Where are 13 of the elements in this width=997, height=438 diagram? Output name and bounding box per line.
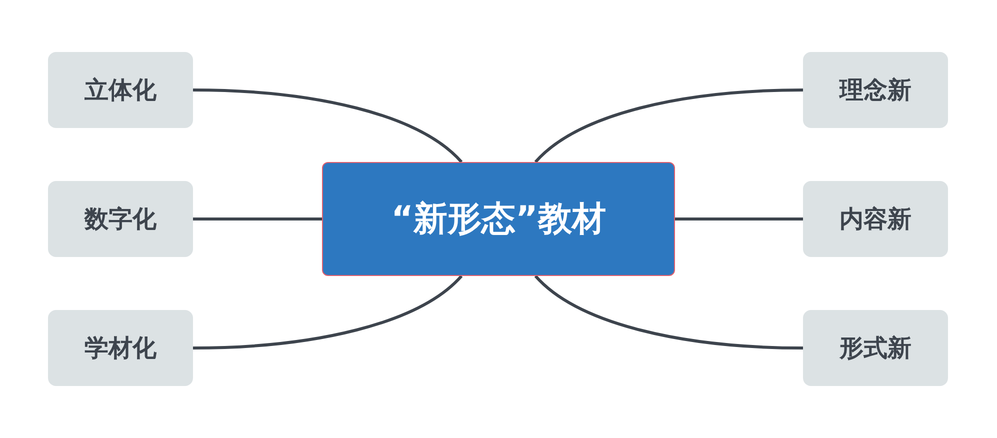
subtopic-box: 形式新 — [803, 310, 948, 386]
subtopic-box: 理念新 — [803, 52, 948, 128]
subtopic-box: 立体化 — [48, 52, 193, 128]
subtopic-box: 数字化 — [48, 181, 193, 257]
connector-line — [534, 88, 804, 164]
connector-line — [192, 274, 463, 350]
subtopic-box: 学材化 — [48, 310, 193, 386]
topic-box: “新形态”教材 — [322, 162, 675, 276]
connector-line — [192, 88, 463, 164]
subtopic-box: 内容新 — [803, 181, 948, 257]
connector-line — [534, 274, 804, 350]
connector-line — [193, 218, 322, 220]
connector-line — [675, 218, 803, 220]
